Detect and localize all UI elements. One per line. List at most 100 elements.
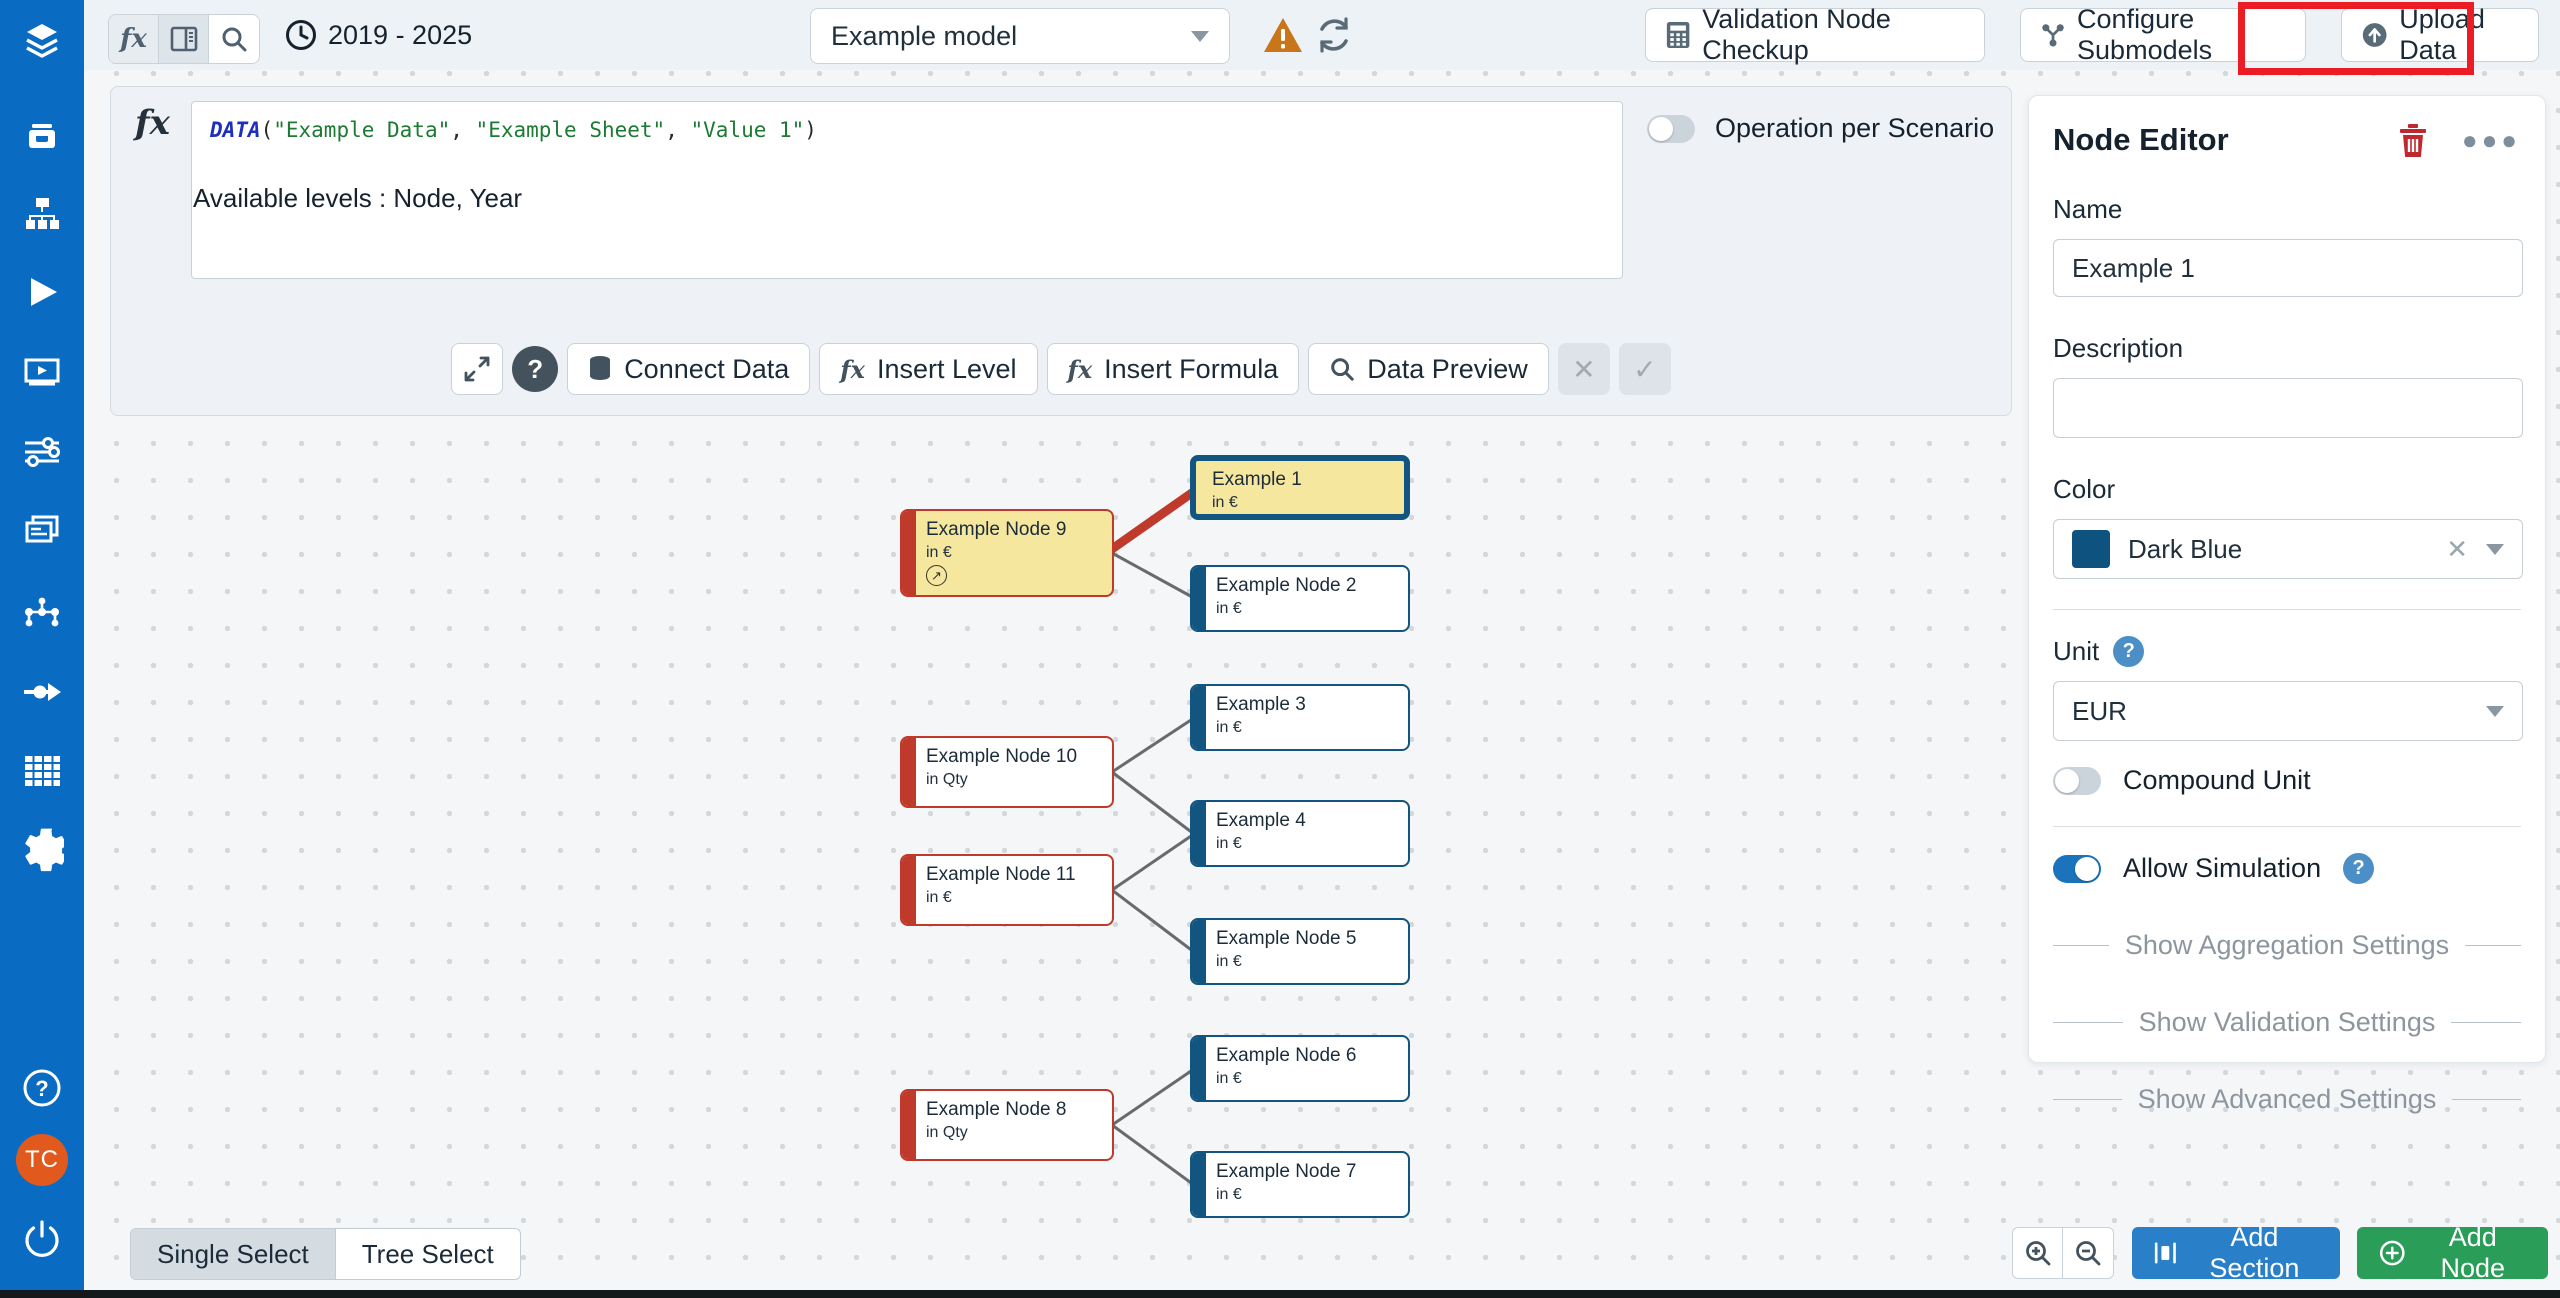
section-icon [2154,1242,2176,1264]
clear-color-button close-icon[interactable]: ✕ [2446,533,2468,564]
sidebar-item-data-tables grid-icon[interactable] [0,744,84,796]
connect-data-button[interactable]: Connect Data [567,343,811,395]
zoom-out-button zoom-out-icon[interactable] [2063,1228,2113,1278]
formula-actions: ? Connect Data fx Insert Level fx Insert… [111,343,2011,395]
show-validation-settings-link[interactable]: Show Validation Settings [2053,1007,2521,1038]
node-unit: in € [1216,1069,1242,1087]
color-label: Color [2053,474,2116,504]
show-aggregation-settings-link[interactable]: Show Aggregation Settings [2053,930,2521,961]
node-accent-bar [902,511,916,595]
delete-node-button trash-icon[interactable] [2398,123,2428,157]
formula-input[interactable]: DATA("Example Data", "Example Sheet", "V… [191,101,1623,279]
sidebar-item-model-tree hierarchy-icon[interactable] [0,188,84,240]
zoom-controls [2012,1227,2114,1279]
zoom-in-button zoom-in-icon[interactable] [2013,1228,2063,1278]
sidebar-logout power-icon[interactable] [0,1212,84,1264]
node-editor-menu-button ellipsis-icon[interactable]: ●●● [2461,125,2521,155]
panel-view-button panel-icon[interactable] [159,15,209,63]
node-unit: in Qty [926,770,968,788]
allow-simulation-label: Allow Simulation [2123,853,2322,883]
sidebar-item-settings gear-icon[interactable] [0,824,84,876]
sidebar-item-archive archive-icon[interactable] [0,110,84,162]
app-logo layers-icon[interactable] [0,16,84,68]
add-node-button[interactable]: Add Node [2357,1222,2548,1283]
sidebar-item-run play-icon[interactable] [0,266,84,318]
single-select-option[interactable]: Single Select [131,1229,336,1279]
data-preview-button[interactable]: Data Preview [1308,343,1549,395]
cancel-formula-button close-icon[interactable]: ✕ [1557,343,1610,395]
color-swatch-dark-blue [2072,530,2110,568]
node-accent-bar [902,856,916,924]
database-icon [590,356,611,380]
user-avatar[interactable]: TC [0,1134,84,1186]
model-select-value: Example model [831,20,1018,51]
sidebar-item-presentation presentation-icon[interactable] [0,346,84,398]
node-accent-bar [1192,920,1206,983]
color-select[interactable]: Dark Blue ✕ [2053,519,2523,579]
validation-button-label: Validation Node Checkup [1702,4,1891,65]
node-label: Example Node 10 [926,746,1078,767]
confirm-formula-button check-icon[interactable]: ✓ [1618,343,1671,395]
add-section-button[interactable]: Add Section [2132,1222,2340,1283]
tree-node-node-6[interactable]: Example Node 6 in € [1190,1035,1410,1102]
description-label: Description [2053,333,2184,363]
description-input[interactable] [2053,378,2523,438]
compound-unit-toggle[interactable] [2053,766,2101,795]
tree-node-node-9[interactable]: Example Node 9 in € ↗ [900,509,1114,597]
sidebar: ? TC [0,0,84,1298]
unit-select[interactable]: EUR [2053,681,2523,741]
sidebar-item-dependencies network-icon[interactable] [0,586,84,638]
formula-editor-panel: fx DATA("Example Data", "Example Sheet",… [110,86,2012,416]
sidebar-help help-circle-icon[interactable]: ? [0,1062,84,1114]
name-input[interactable] [2053,239,2523,297]
refresh-model refresh-icon[interactable] [1314,0,1354,70]
model-warning warning-icon[interactable] [1262,0,1304,70]
unit-label: Unit [2053,636,2100,666]
simulation-help-button help-circle-icon[interactable]: ? [2343,853,2375,884]
model-select[interactable]: Example model [810,8,1230,64]
chevron-down-icon [2486,543,2504,555]
calculator-icon [1666,22,1690,48]
node-label: Example Node 7 [1216,1161,1357,1182]
submodels-button-label: Configure Submodels [2077,4,2213,65]
time-range[interactable]: 2019 - 2025 [284,0,472,70]
insert-formula-button[interactable]: fx Insert Formula [1046,343,1300,395]
sidebar-item-pipeline flow-arrow-icon[interactable] [0,666,84,718]
expand-editor-button expand-icon[interactable] [451,343,504,395]
node-unit: in € [1216,599,1242,617]
tree-node-node-10[interactable]: Example Node 10 in Qty [900,736,1114,808]
configure-submodels-button[interactable]: Configure Submodels [2020,4,2306,65]
node-unit: in € [926,543,952,561]
unit-help-button help-circle-icon[interactable]: ? [2113,636,2145,667]
formula-view-button formula-icon[interactable]: fx [109,15,159,63]
operation-per-scenario-toggle[interactable] [1647,114,1695,143]
allow-simulation-toggle[interactable] [2053,854,2101,883]
sidebar-item-reports slides-icon[interactable] [0,506,84,558]
tree-select-option[interactable]: Tree Select [336,1229,520,1279]
node-link-icon[interactable]: ↗ [926,565,947,587]
node-label: Example Node 9 [926,519,1067,540]
node-label: Example Node 8 [926,1099,1067,1120]
search-icon [1331,358,1354,381]
formula-help-button help-circle-icon[interactable]: ? [512,346,559,392]
validation-node-checkup-button[interactable]: Validation Node Checkup [1645,4,1985,65]
insert-level-button[interactable]: fx Insert Level [819,343,1038,395]
show-advanced-settings-link[interactable]: Show Advanced Settings [2053,1084,2521,1115]
unit-select-value: EUR [2072,695,2127,726]
upload-data-button[interactable]: Upload Data [2341,4,2539,65]
link-label: Show Advanced Settings [2137,1084,2437,1114]
node-label: Example 3 [1216,694,1306,715]
compound-unit-label: Compound Unit [2123,765,2311,795]
node-label: Example Node 6 [1216,1045,1357,1066]
search-button search-icon[interactable] [209,15,259,63]
sidebar-item-levers sliders-icon[interactable] [0,426,84,478]
color-select-value: Dark Blue [2128,533,2243,564]
